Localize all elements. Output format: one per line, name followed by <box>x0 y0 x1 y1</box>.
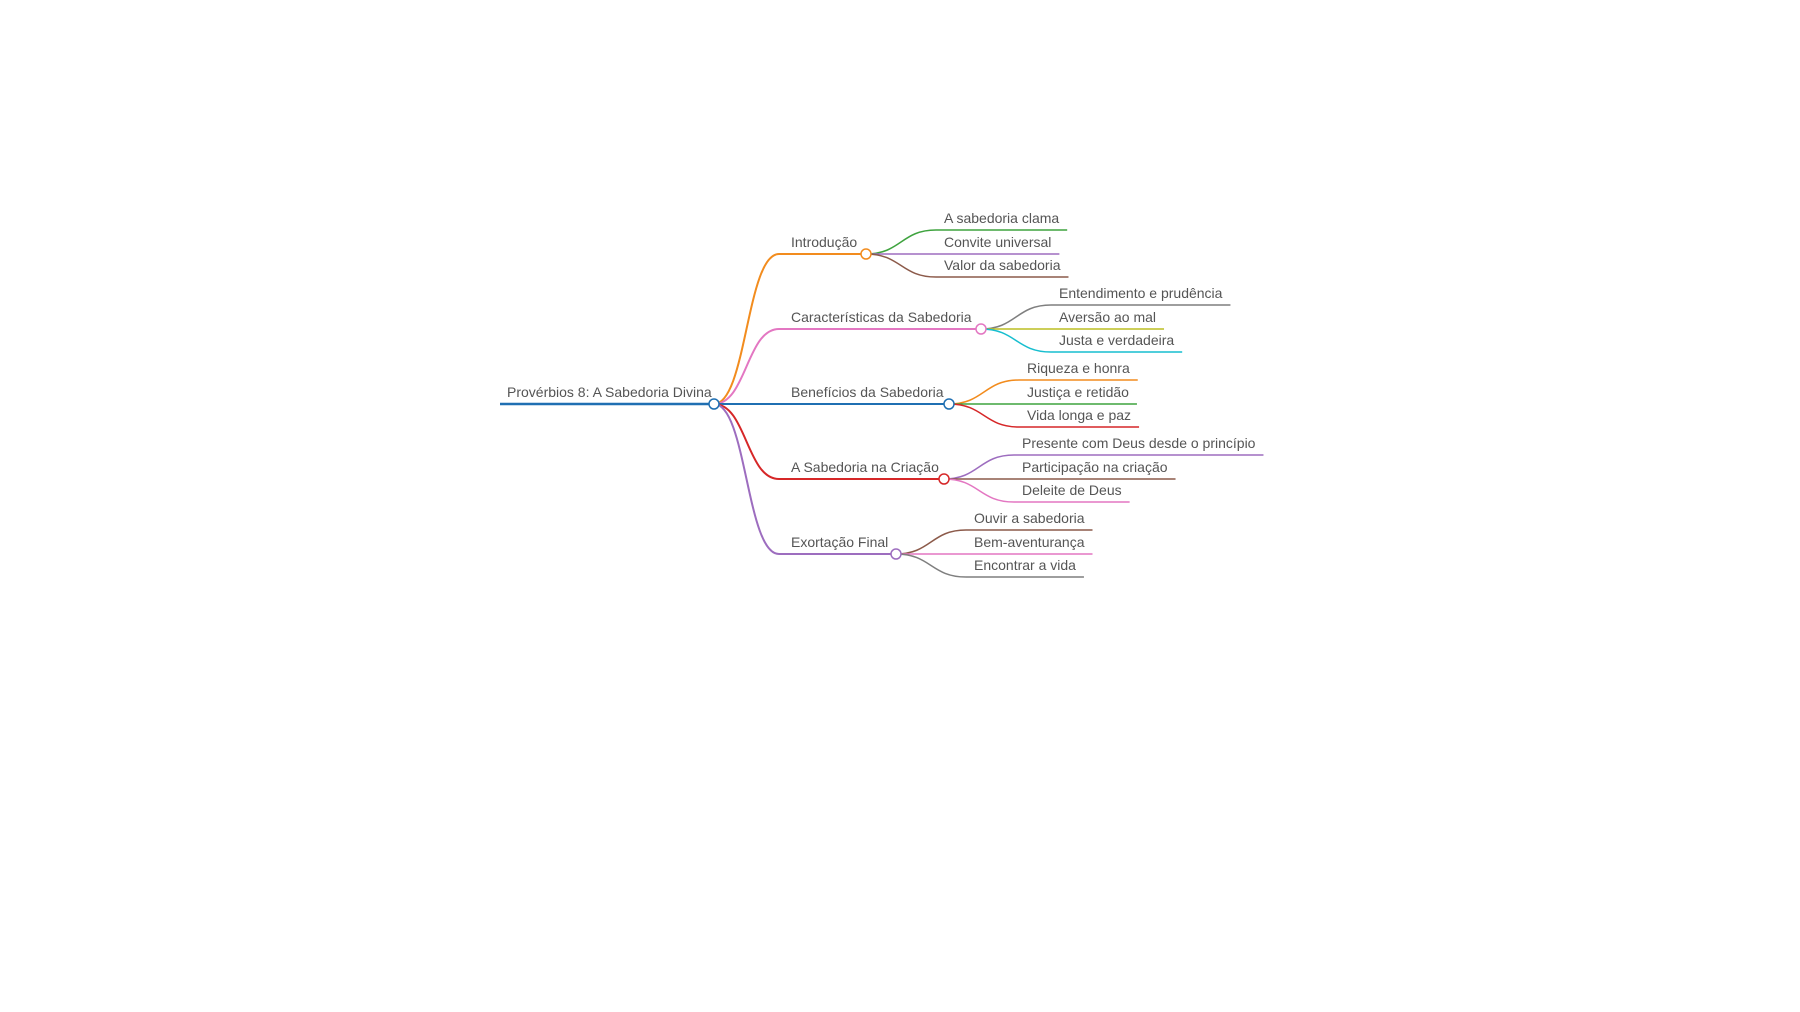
subtopic: Deleite de Deus <box>1022 482 1122 498</box>
subtopic: Bem-aventurança <box>974 534 1085 550</box>
subtopic: Participação na criação <box>1022 459 1168 475</box>
subtopic: Ouvir a sabedoria <box>974 510 1085 526</box>
branch-topic: Benefícios da Sabedoria <box>791 384 944 400</box>
branch-topic: Exortação Final <box>791 534 888 550</box>
branch-collapse-node[interactable] <box>860 248 872 260</box>
subtopic: Aversão ao mal <box>1059 309 1156 325</box>
subtopic: Entendimento e prudência <box>1059 285 1223 301</box>
root-collapse-node[interactable] <box>708 398 720 410</box>
subtopic: Vida longa e paz <box>1027 407 1131 423</box>
subtopic-link <box>943 454 1015 480</box>
subtopic: Justa e verdadeira <box>1059 332 1174 348</box>
subtopic-link <box>895 529 967 555</box>
subtopic-link <box>980 328 1052 353</box>
mind-map-nodes: Provérbios 8: A Sabedoria Divina Introduç… <box>507 210 1256 573</box>
subtopic: Presente com Deus desde o princípio <box>1022 435 1256 451</box>
branch-link <box>713 328 780 405</box>
subtopic-link <box>865 253 937 278</box>
branch-collapse-node[interactable] <box>938 473 950 485</box>
branch-link <box>713 253 780 405</box>
subtopic: Convite universal <box>944 234 1051 250</box>
root-topic: Provérbios 8: A Sabedoria Divina <box>507 384 712 400</box>
branch-link <box>713 403 780 480</box>
subtopic-link <box>948 379 1020 405</box>
branch-collapse-node[interactable] <box>890 548 902 560</box>
subtopic-link <box>865 229 937 255</box>
branch-collapse-node[interactable] <box>975 323 987 335</box>
subtopic: A sabedoria clama <box>944 210 1059 226</box>
branch-topic: Características da Sabedoria <box>791 309 972 325</box>
branch-topic: A Sabedoria na Criação <box>791 459 939 475</box>
subtopic-link <box>943 478 1015 503</box>
subtopic: Riqueza e honra <box>1027 360 1130 376</box>
branch-collapse-node[interactable] <box>943 398 955 410</box>
branch-link <box>713 403 780 555</box>
mind-map-links <box>500 229 1264 578</box>
subtopic: Encontrar a vida <box>974 557 1076 573</box>
subtopic-link <box>948 403 1020 428</box>
subtopic: Justiça e retidão <box>1027 384 1129 400</box>
subtopic-link <box>895 553 967 578</box>
subtopic-link <box>980 304 1052 330</box>
branch-topic: Introdução <box>791 234 857 250</box>
subtopic: Valor da sabedoria <box>944 257 1061 273</box>
